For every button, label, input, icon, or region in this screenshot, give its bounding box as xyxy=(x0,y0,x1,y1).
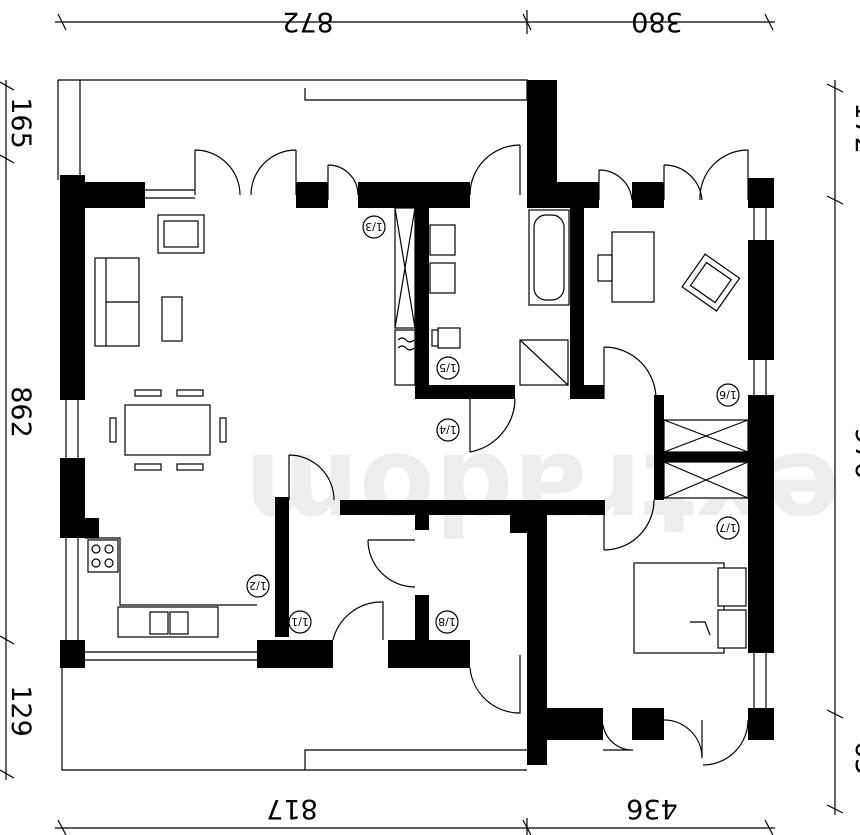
coffee-table xyxy=(161,296,183,342)
svg-text:1/3: 1/3 xyxy=(365,220,383,233)
room-label-1-1: 1/1 xyxy=(288,610,312,634)
dim-bottom-1: 817 xyxy=(266,793,318,824)
svg-text:1/2: 1/2 xyxy=(249,579,267,592)
dimension-lines xyxy=(0,10,844,835)
svg-text:1/6: 1/6 xyxy=(719,388,737,401)
room-label-1-2: 1/2 xyxy=(246,574,270,598)
svg-text:1/8: 1/8 xyxy=(438,615,456,628)
dim-right-1: 172 xyxy=(849,102,860,154)
svg-text:1/7: 1/7 xyxy=(719,521,737,534)
dim-top-1: 872 xyxy=(282,6,334,37)
walls xyxy=(60,80,774,765)
room-label-1-4: 1/4 xyxy=(436,418,460,442)
room-label-1-3: 1/3 xyxy=(362,215,386,239)
dimension-labels: 872 380 817 436 165 862 129 172 976 65 xyxy=(5,6,860,824)
room-labels: 1/1 1/2 1/3 1/4 1/5 1/6 1/7 1/8 xyxy=(246,215,740,634)
dim-bottom-2: 436 xyxy=(626,793,678,824)
room-label-1-8: 1/8 xyxy=(435,610,459,634)
dim-right-2: 976 xyxy=(849,427,860,479)
svg-text:1/1: 1/1 xyxy=(291,615,309,628)
room-label-1-6: 1/6 xyxy=(716,383,740,407)
room-label-1-5: 1/5 xyxy=(436,356,460,380)
svg-text:1/5: 1/5 xyxy=(439,361,457,374)
double-bed-icon xyxy=(633,562,725,654)
dim-left-1: 165 xyxy=(5,97,36,149)
dim-top-2: 380 xyxy=(631,6,683,37)
dining-table xyxy=(124,404,211,456)
doors xyxy=(194,144,749,766)
desk xyxy=(611,231,655,303)
dim-left-2: 862 xyxy=(5,386,36,438)
dim-right-3: 65 xyxy=(849,741,860,775)
room-label-1-7: 1/7 xyxy=(716,516,740,540)
toilet-icon xyxy=(437,327,461,349)
svg-text:1/4: 1/4 xyxy=(439,423,457,436)
furniture xyxy=(85,207,749,654)
stove-icon xyxy=(87,539,119,573)
windows xyxy=(65,189,767,708)
dim-left-3: 129 xyxy=(5,685,36,737)
